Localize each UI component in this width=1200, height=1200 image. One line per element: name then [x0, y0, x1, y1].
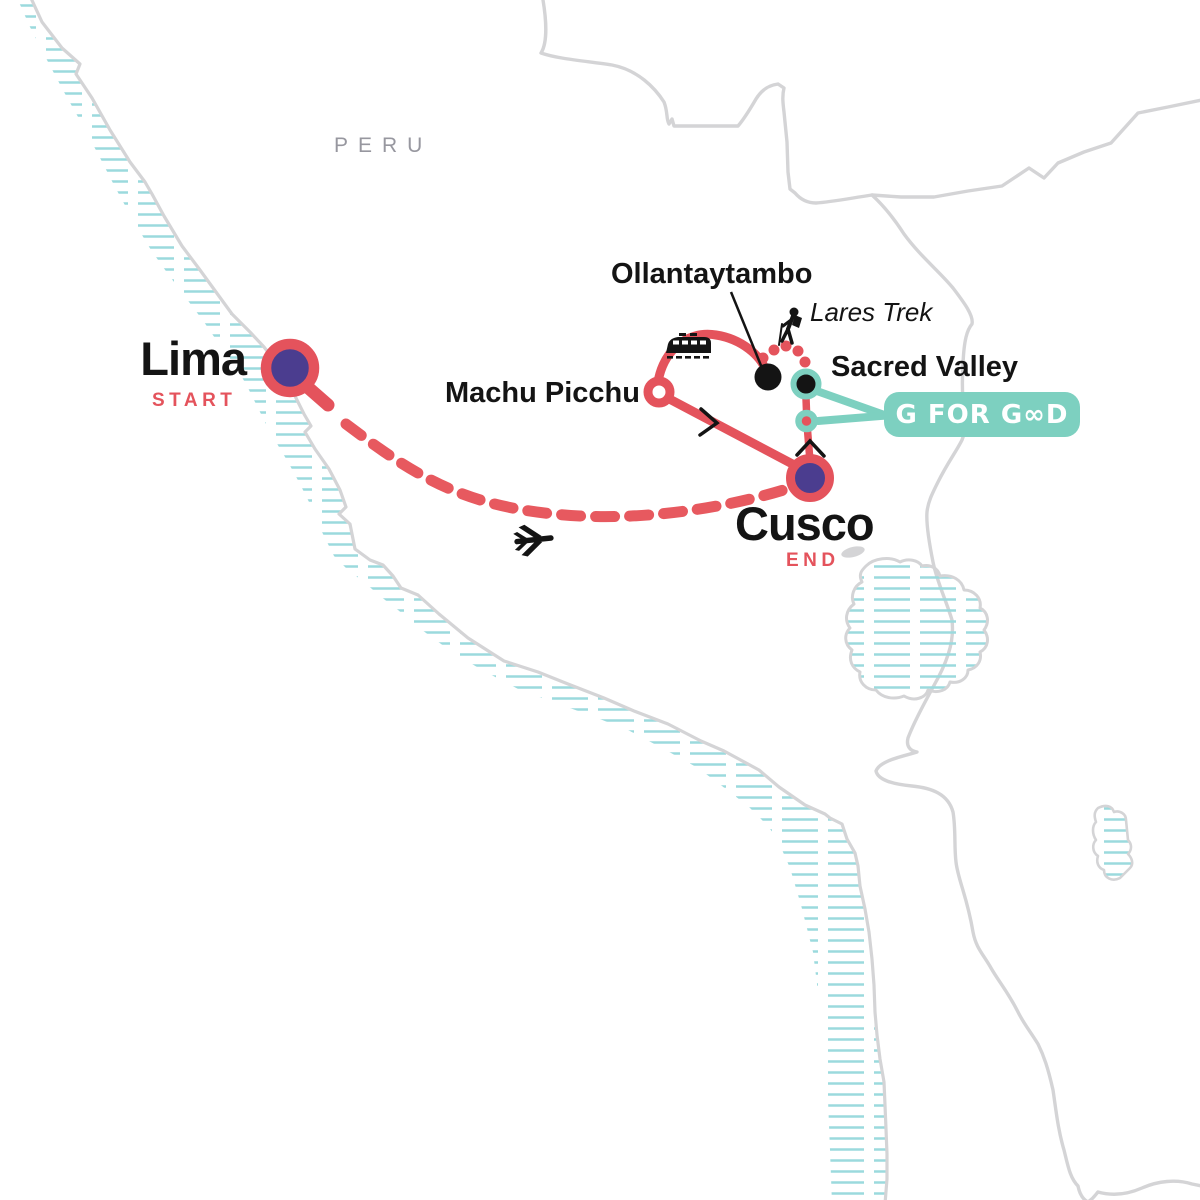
coastline — [30, 0, 889, 1200]
cusco-end-tag: END — [786, 550, 840, 571]
airplane-icon — [513, 524, 554, 557]
g-for-good-badge: G FOR G∞D — [884, 392, 1080, 437]
sacred-valley-marker — [790, 368, 822, 400]
lima-marker — [260, 338, 320, 398]
chevron-up-cusco — [795, 438, 826, 458]
machu-picchu-label: Machu Picchu — [445, 377, 640, 409]
lima-start-tag: START — [152, 390, 237, 411]
lake-southeast — [1091, 804, 1134, 881]
lima-label: Lima — [140, 332, 247, 385]
waypoint-marker — [795, 409, 818, 433]
chevron-to-cusco — [698, 407, 720, 437]
islet — [841, 546, 865, 558]
ollantaytambo-pointer-line — [729, 291, 764, 369]
train-icon — [666, 333, 711, 359]
route-machupicchu-cusco — [655, 389, 805, 473]
ollantaytambo-label: Ollantaytambo — [611, 258, 813, 290]
trek-dotted-path — [757, 340, 811, 368]
lake-cusco — [844, 557, 989, 701]
country-label: PERU — [334, 134, 433, 157]
ocean-hatch-band — [18, 0, 887, 1200]
g-for-good-badge-label: G FOR G∞D — [895, 399, 1069, 430]
border-north — [539, 0, 1200, 205]
machu-picchu-marker — [643, 376, 675, 408]
flight-route-dashed — [340, 418, 796, 523]
badge-connector-bottom — [814, 411, 897, 425]
cusco-marker — [786, 454, 834, 502]
sacred-valley-label: Sacred Valley — [831, 351, 1019, 383]
cusco-label: Cusco — [735, 497, 875, 550]
ollantaytambo-marker — [754, 363, 782, 391]
lares-trek-label: Lares Trek — [810, 297, 933, 327]
hiker-icon — [778, 307, 802, 346]
